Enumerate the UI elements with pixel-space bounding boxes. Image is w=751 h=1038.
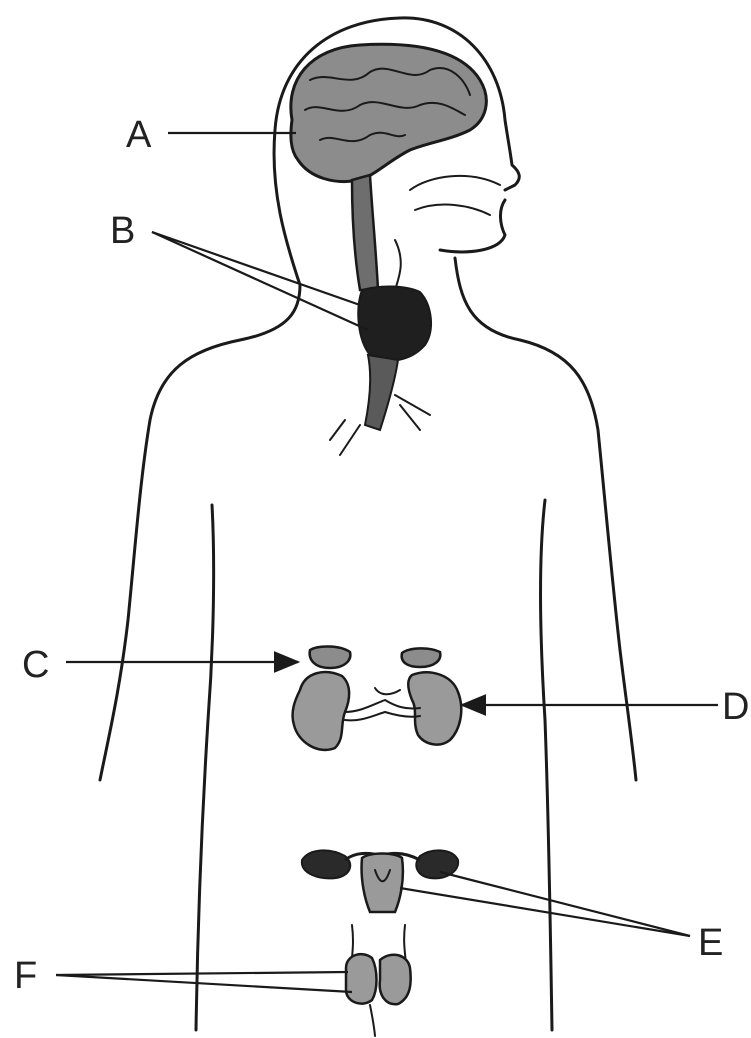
thyroid-gland bbox=[330, 286, 431, 455]
face-features bbox=[395, 176, 500, 290]
testes bbox=[346, 925, 411, 1036]
label-a: A bbox=[126, 116, 151, 154]
leader-f-lower bbox=[56, 975, 352, 992]
leader-b-upper bbox=[152, 232, 360, 305]
label-b: B bbox=[110, 212, 135, 250]
leader-e-lower bbox=[400, 888, 690, 936]
left-kidney-and-adrenal bbox=[293, 646, 351, 749]
right-kidney-and-adrenal bbox=[402, 648, 462, 744]
label-c: C bbox=[22, 646, 49, 684]
leader-e-upper bbox=[440, 872, 690, 936]
label-f: F bbox=[14, 957, 37, 995]
label-e: E bbox=[698, 924, 723, 962]
label-d: D bbox=[722, 688, 749, 726]
uterus-and-ovaries bbox=[302, 850, 458, 912]
leader-b-lower bbox=[152, 232, 368, 330]
leader-f-upper bbox=[56, 972, 348, 975]
